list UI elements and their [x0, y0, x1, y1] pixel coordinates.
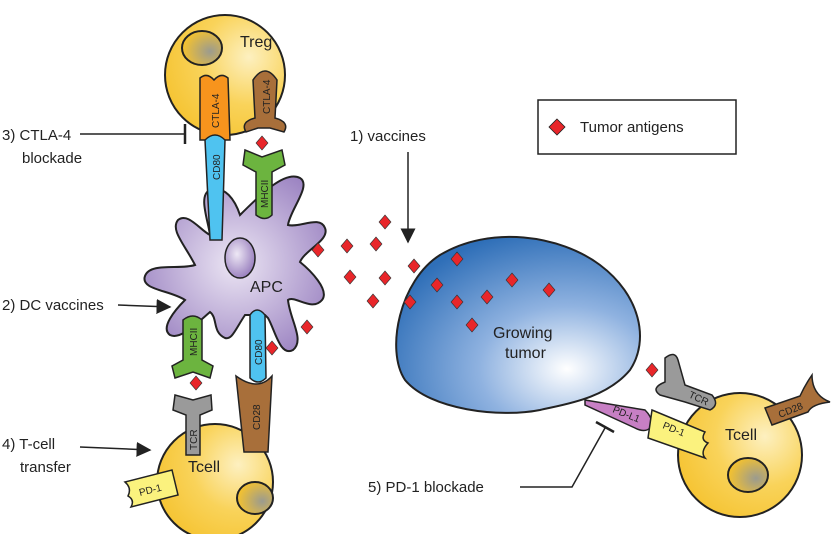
pd1-receptor-left: PD-1 — [123, 469, 179, 509]
antigen-diamond — [340, 238, 354, 254]
tcell-nucleus — [727, 457, 769, 493]
ctla4-receptor-orange: CTLA-4 — [199, 74, 231, 141]
antigen-diamond — [189, 375, 203, 391]
antigen-diamond — [369, 236, 383, 252]
apc-cell: APC — [143, 175, 327, 353]
legend: Tumor antigens — [537, 99, 737, 155]
tumor-label-line2: tumor — [505, 345, 547, 362]
mhcii-receptor-bottom: MHCII — [171, 315, 214, 379]
antigen-diamond — [505, 272, 519, 288]
arrow-tcell-transfer — [79, 441, 152, 457]
step3-label-2: blockade — [22, 150, 82, 167]
step4-label-2: transfer — [20, 459, 71, 476]
antigen-diamond — [450, 251, 464, 267]
treg-nucleus — [181, 30, 223, 66]
antigen-diamond — [366, 293, 380, 309]
step4-label: 4) T-cell — [2, 436, 55, 453]
cd28-receptor-right: CD28 — [764, 372, 831, 426]
legend-label: Tumor antigens — [580, 119, 684, 136]
pd1-label: PD-1 — [138, 483, 163, 499]
tcr-receptor-left: TCR — [172, 394, 213, 456]
mhcii-label: MHCII — [189, 328, 200, 356]
antigen-diamond — [255, 135, 269, 151]
cd80-label: CD80 — [254, 339, 265, 365]
cd80-label: CD80 — [212, 154, 223, 180]
step3-label: 3) CTLA-4 — [2, 127, 71, 144]
inhibit-line-ctla4 — [80, 124, 187, 144]
antigen-diamond — [378, 214, 392, 230]
antigen-diamond — [645, 362, 659, 378]
tumor: Growing tumor — [395, 235, 641, 414]
apc-nucleus — [224, 237, 256, 279]
mhcii-label: MHCII — [260, 180, 271, 208]
tcell-nucleus — [236, 481, 274, 515]
cd28-receptor-left: CD28 — [235, 373, 273, 453]
tcell-label: Tcell — [188, 459, 220, 476]
antigen-diamond — [430, 277, 444, 293]
tcr-receptor-right: TCR — [655, 353, 717, 411]
step5-label: 5) PD-1 blockade — [368, 479, 484, 496]
cd80-receptor-bottom: CD80 — [249, 309, 267, 383]
pd1-receptor-right: PD-1 — [647, 408, 710, 460]
tumor-label-line1: Growing — [493, 325, 553, 342]
ctla4-label: CTLA-4 — [262, 79, 273, 114]
ctla4-receptor-brown: CTLA-4 — [243, 70, 287, 133]
antigen-diamond — [480, 289, 494, 305]
apc-label: APC — [250, 279, 283, 296]
tcell-label: Tcell — [725, 427, 757, 444]
mhcii-receptor-top: MHCII — [242, 148, 286, 220]
step1-label: 1) vaccines — [350, 128, 426, 145]
antigen-diamond — [265, 340, 279, 356]
cd28-label: CD28 — [252, 404, 263, 430]
ctla4-label: CTLA-4 — [211, 93, 222, 128]
antigen-diamond — [465, 317, 479, 333]
treg-label: Treg — [240, 34, 272, 51]
legend-antigen-marker — [548, 118, 566, 136]
antigen-diamond — [378, 270, 392, 286]
step2-label: 2) DC vaccines — [2, 297, 104, 314]
cd80-receptor-top: CD80 — [204, 134, 226, 241]
antigen-diamond — [311, 242, 325, 258]
antigen-diamond — [300, 319, 314, 335]
tcr-label: TCR — [189, 429, 200, 450]
inhibit-line-pd1 — [520, 420, 615, 488]
antigen-diamond — [403, 294, 417, 310]
arrow-dc-vaccines — [117, 298, 172, 314]
antigen-diamond — [407, 258, 421, 274]
antigen-diamond — [450, 294, 464, 310]
pdl1-ligand: PD-L1 — [584, 399, 653, 432]
antigen-diamond — [542, 282, 556, 298]
tumor-antigens — [189, 135, 659, 391]
antigen-diamond — [343, 269, 357, 285]
